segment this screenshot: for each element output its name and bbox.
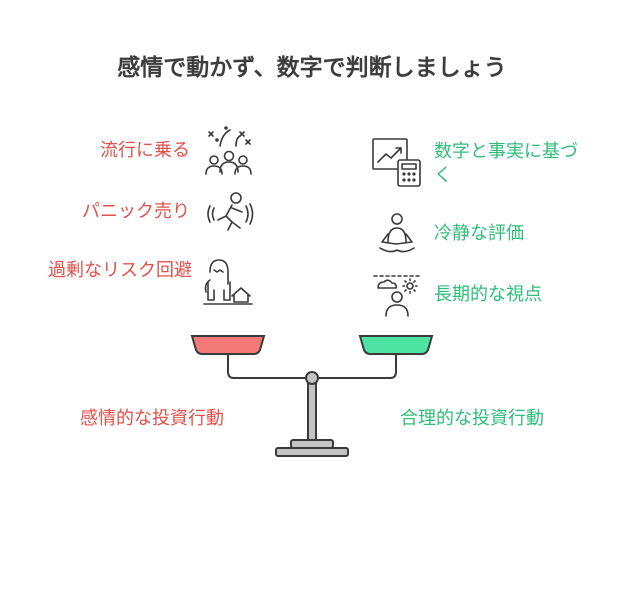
horizon-view-icon: [373, 275, 421, 317]
scale-pivot: [305, 371, 319, 385]
scale-pillar: [307, 379, 317, 441]
label-panic-selling: パニック売り: [82, 201, 190, 222]
label-follow-trend: 流行に乗る: [100, 140, 190, 161]
panic-running-icon: [207, 192, 254, 231]
diagram-title: 感情で動かず、数字で判断しましょう: [117, 55, 507, 81]
scale-base: [275, 447, 349, 457]
caption-rational-investing: 合理的な投資行動: [400, 408, 544, 429]
label-facts-based: 数字と事実に基づく: [434, 141, 578, 186]
label-calm-evaluation: 冷静な評価: [434, 223, 524, 244]
scale-base-top: [290, 439, 334, 449]
cheering-crowd-icon: [205, 126, 252, 175]
left-pan: [190, 335, 266, 355]
chart-calculator-icon: [372, 138, 421, 187]
caption-emotional-investing: 感情的な投資行動: [80, 408, 224, 429]
label-long-term-view: 長期的な視点: [434, 284, 542, 305]
meditation-icon: [379, 213, 415, 253]
label-excessive-risk-aversion: 過剰なリスク回避: [48, 260, 192, 281]
right-pan: [358, 335, 434, 355]
balance-scale: [190, 335, 434, 457]
fearful-person-icon: [203, 259, 253, 305]
